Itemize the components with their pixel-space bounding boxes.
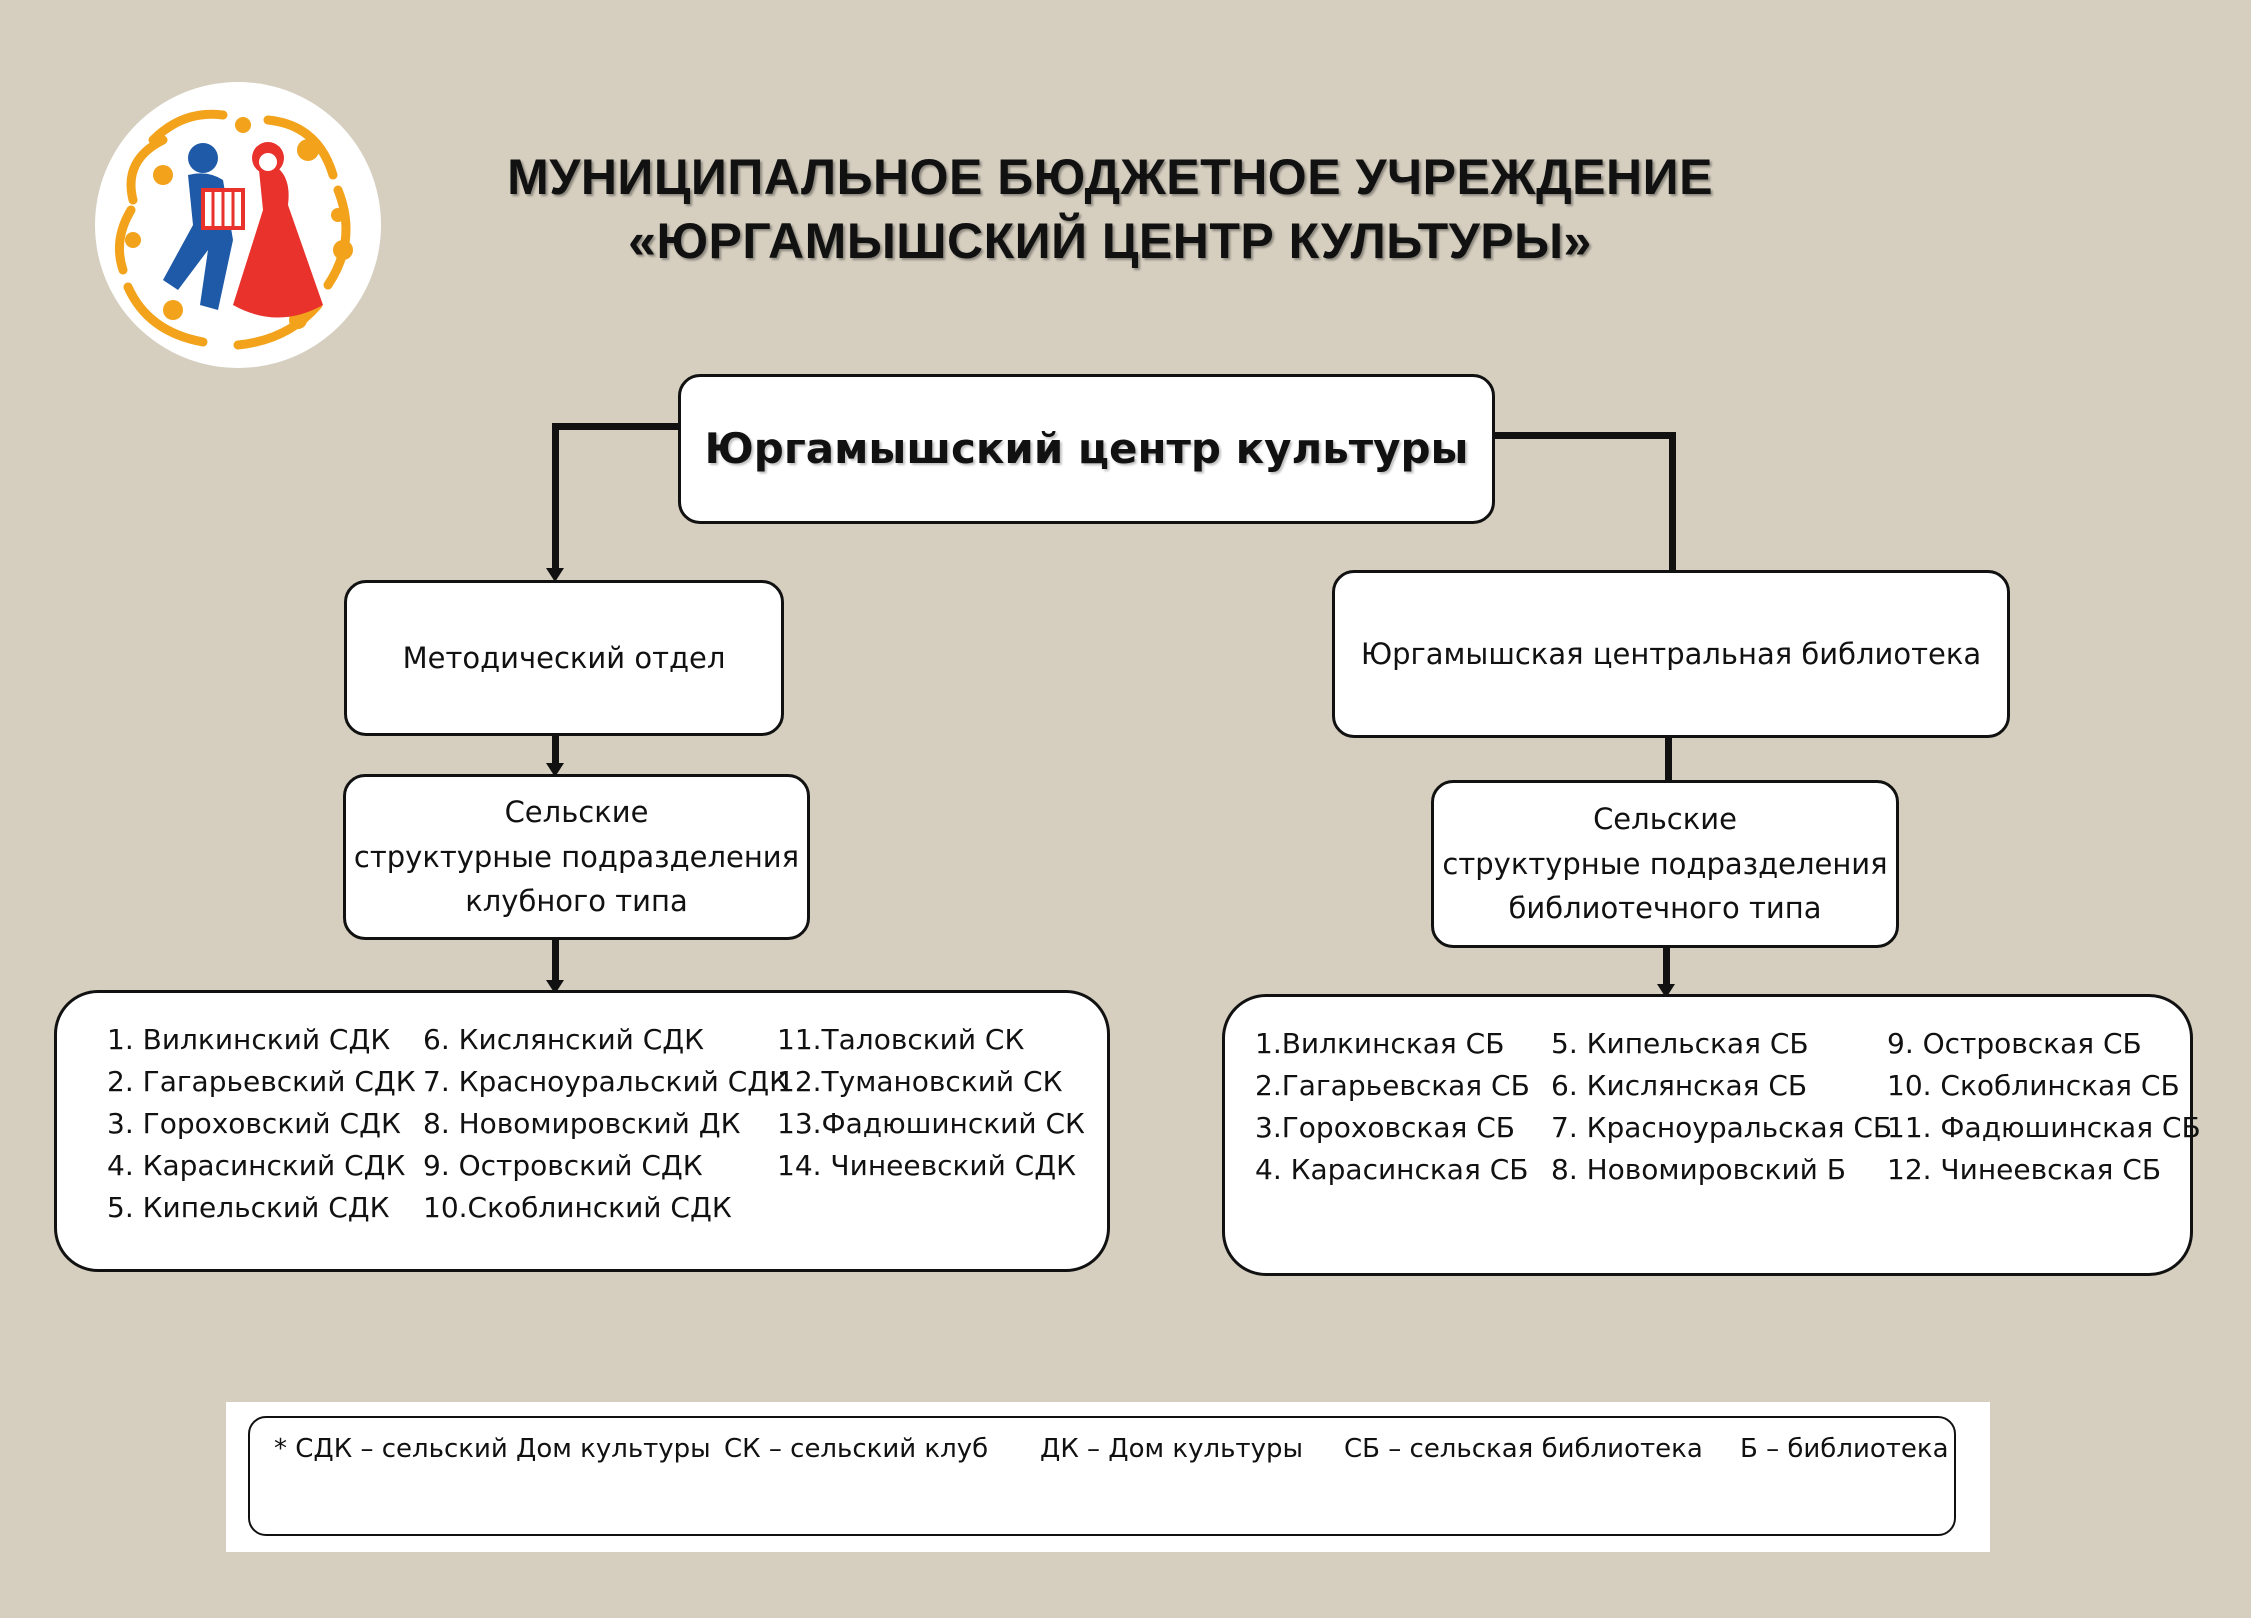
legend-box: * СДК – сельский Дом культуры СК – сельс… (248, 1416, 1956, 1536)
connector (1493, 432, 1676, 439)
list-item: 9. Островская СБ (1887, 1027, 2142, 1060)
list-item: 8. Новомировский Б (1551, 1153, 1846, 1186)
clubs-column: 1. Вилкинский СДК 2. Гагарьевский СДК 3.… (107, 1019, 416, 1229)
list-item: 3. Гороховский СДК (107, 1107, 401, 1140)
list-item: 1. Вилкинский СДК (107, 1023, 391, 1056)
list-item: 4. Карасинский СДК (107, 1149, 406, 1182)
list-item: 6. Кислянская СБ (1551, 1069, 1808, 1102)
library-units-line: библиотечного типа (1508, 891, 1822, 926)
dept-library: Юргамышская центральная библиотека (1332, 570, 2010, 738)
list-item: 8. Новомировский ДК (423, 1107, 741, 1140)
library-units-line: структурные подразделения (1442, 846, 1888, 881)
libraries-column: 9. Островская СБ 10. Скоблинская СБ 11. … (1887, 1023, 2201, 1191)
list-item: 12.Тумановский СК (777, 1065, 1063, 1098)
list-item: 3.Гороховская СБ (1255, 1111, 1515, 1144)
list-item: 11. Фадюшинская СБ (1887, 1111, 2201, 1144)
club-units-line: структурные подразделения (353, 839, 800, 874)
header-line-2: «ЮРГАМЫШСКИЙ ЦЕНТР КУЛЬТУРЫ» (628, 213, 1592, 269)
list-item: 13.Фадюшинский СК (777, 1107, 1085, 1140)
list-item: 7. Красноуральский СДК (423, 1065, 790, 1098)
legend-item: Б – библиотека (1740, 1434, 1949, 1464)
list-item: 2. Гагарьевский СДК (107, 1065, 416, 1098)
list-item: 10. Скоблинская СБ (1887, 1069, 2180, 1102)
legend-item: ДК – Дом культуры (1040, 1434, 1303, 1464)
list-item: 14. Чинеевский СДК (777, 1149, 1076, 1182)
clubs-column: 11.Таловский СК 12.Тумановский СК 13.Фад… (777, 1019, 1085, 1187)
header-line-1: МУНИЦИПАЛЬНОЕ БЮДЖЕТНОЕ УЧРЕЖДЕНИЕ (507, 149, 1713, 205)
dept-methodical-label: Методический отдел (402, 640, 726, 675)
list-item: 11.Таловский СК (777, 1023, 1025, 1056)
clubs-list: 1. Вилкинский СДК 2. Гагарьевский СДК 3.… (54, 990, 1110, 1272)
arrow-down-icon (546, 568, 564, 582)
libraries-column: 1.Вилкинская СБ 2.Гагарьевская СБ 3.Горо… (1255, 1023, 1530, 1191)
list-item: 12. Чинеевская СБ (1887, 1153, 2162, 1186)
list-item: 5. Кипельский СДК (107, 1191, 390, 1224)
libraries-list: 1.Вилкинская СБ 2.Гагарьевская СБ 3.Горо… (1222, 994, 2201, 1276)
connector (552, 423, 680, 430)
list-item: 4. Карасинская СБ (1255, 1153, 1529, 1186)
connector (1663, 948, 1670, 988)
dept-methodical: Методический отдел (344, 580, 784, 736)
arrow-down-icon (546, 763, 564, 777)
list-item: 9. Островский СДК (423, 1149, 703, 1182)
libraries-column: 5. Кипельская СБ 6. Кислянская СБ 7. Кра… (1551, 1023, 1892, 1191)
dept-library-label: Юргамышская центральная библиотека (1360, 636, 1982, 671)
list-item: 5. Кипельская СБ (1551, 1027, 1809, 1060)
root-node-label: Юргамышский центр культуры (704, 424, 1469, 474)
connector (1669, 432, 1676, 572)
connector (1665, 738, 1672, 782)
legend-panel: * СДК – сельский Дом культуры СК – сельс… (226, 1402, 1990, 1552)
list-item: 6. Кислянский СДК (423, 1023, 705, 1056)
legend-item: СБ – сельская библиотека (1344, 1434, 1703, 1464)
list-item: 7. Красноуральская СБ (1551, 1111, 1893, 1144)
club-units-box: Сельские структурные подразделения клубн… (343, 774, 810, 940)
library-units-box: Сельские структурные подразделения библи… (1431, 780, 1899, 948)
club-units-line: клубного типа (465, 884, 688, 919)
clubs-column: 6. Кислянский СДК 7. Красноуральский СДК… (423, 1019, 789, 1229)
legend-item: * СДК – сельский Дом культуры (274, 1434, 711, 1464)
legend-item: СК – сельский клуб (724, 1434, 989, 1464)
connector (552, 423, 559, 571)
connector (552, 736, 559, 766)
club-units-line: Сельские (504, 794, 649, 829)
library-units-line: Сельские (1593, 801, 1737, 836)
folk-dancers-logo (93, 80, 383, 370)
root-node: Юргамышский центр культуры (678, 374, 1495, 524)
connector (552, 940, 559, 984)
list-item: 1.Вилкинская СБ (1255, 1027, 1505, 1060)
list-item: 2.Гагарьевская СБ (1255, 1069, 1530, 1102)
list-item: 10.Скоблинский СДК (423, 1191, 732, 1224)
